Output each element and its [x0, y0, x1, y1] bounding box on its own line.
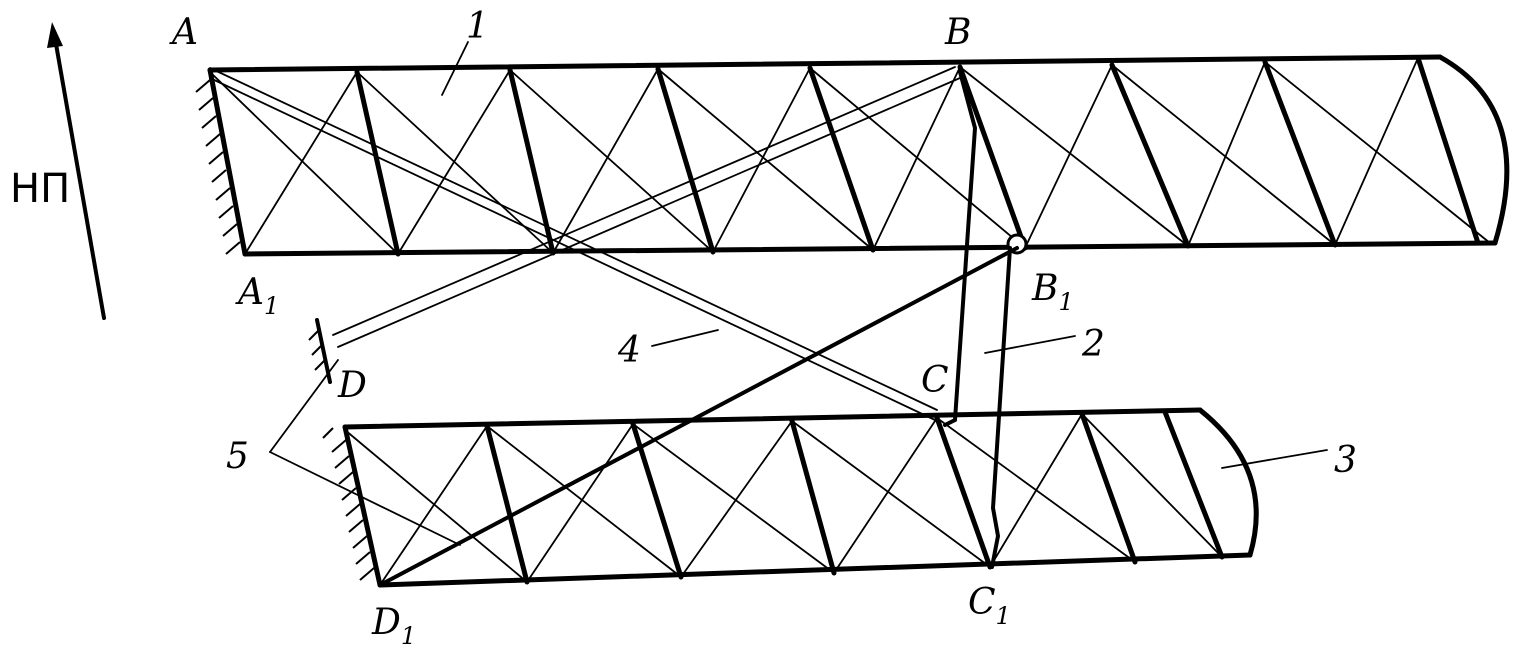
label-d1-main: D — [371, 602, 401, 643]
leader-4 — [651, 329, 719, 347]
lower-truss — [342, 407, 1259, 588]
leader-1 — [441, 41, 469, 96]
callout-3: 3 — [1334, 440, 1357, 481]
label-b1-main: B — [1031, 268, 1058, 309]
direction-arrow — [47, 22, 106, 320]
label-c1: C1 — [968, 582, 1011, 630]
lower-abutment-hatching — [322, 427, 375, 581]
label-c1-main: C — [968, 582, 996, 623]
brace-b-d — [332, 66, 961, 348]
direction-label: НП — [10, 166, 70, 212]
upper-truss — [207, 54, 1510, 257]
rod-b1-c1 — [990, 246, 1012, 569]
tie-b1-d1 — [378, 246, 1019, 587]
callout-5: 5 — [226, 436, 249, 477]
label-d1-sub: 1 — [401, 622, 416, 650]
d-wall-symbol — [308, 318, 332, 384]
callout-1: 1 — [466, 6, 489, 47]
callout-2: 2 — [1081, 324, 1105, 365]
label-d: D — [337, 365, 367, 406]
leader-2 — [984, 335, 1076, 354]
label-b1: B1 — [1031, 268, 1074, 316]
rod-b-c — [943, 70, 978, 427]
callout-4: 4 — [617, 330, 641, 371]
label-b1-sub: 1 — [1058, 288, 1073, 316]
label-a1: A1 — [235, 272, 279, 320]
label-d1: D1 — [371, 602, 416, 650]
leader-3 — [1221, 449, 1328, 469]
label-a1-main: A — [235, 272, 264, 313]
label-a1-sub: 1 — [264, 292, 279, 320]
leader-5 — [269, 359, 461, 546]
label-b: B — [944, 12, 971, 53]
label-a: A — [169, 12, 198, 53]
label-c: C — [921, 360, 949, 401]
label-c1-sub: 1 — [996, 602, 1011, 630]
upper-abutment-hatching — [195, 79, 241, 255]
